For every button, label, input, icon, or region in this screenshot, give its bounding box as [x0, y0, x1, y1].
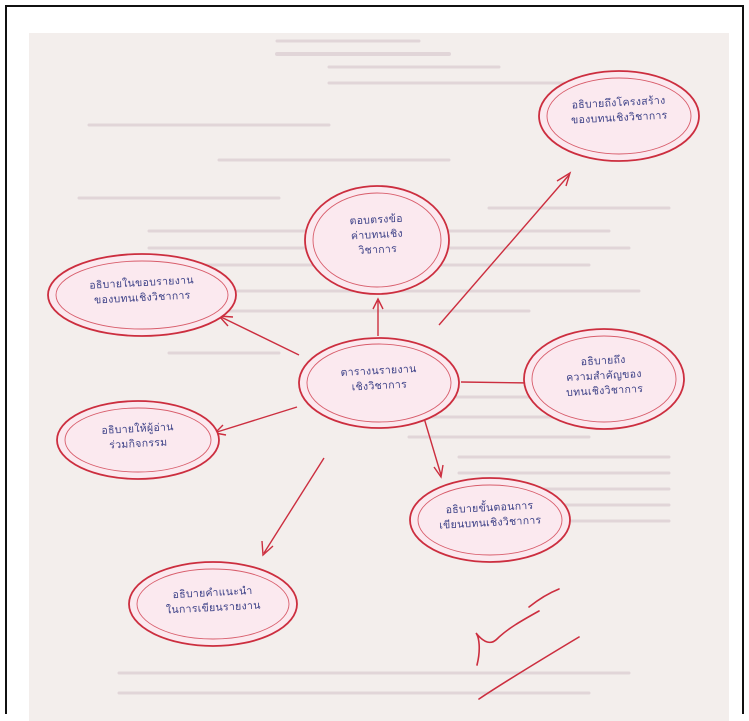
bubble-center [298, 337, 460, 429]
bubble-top-right [538, 70, 700, 162]
bubble-bottom-right [409, 477, 571, 563]
bubble-left-mid [56, 400, 220, 480]
bubble-center-text: ตารางนรายงานเชิงวิชาการ [340, 363, 417, 394]
bubble-bottom-left [128, 561, 298, 647]
bubble-right [523, 328, 685, 430]
signature [475, 588, 580, 700]
arrows [213, 171, 572, 557]
bubble-shapes [47, 70, 700, 647]
bubble-left [47, 253, 237, 337]
mind-map-drawing [47, 39, 700, 700]
bubble-scribbles [55, 77, 692, 640]
scanned-paper: ตารางนรายงานเชิงวิชาการ ตอบตรงข้อค่าบทนเ… [29, 33, 729, 721]
bubble-top-text: ตอบตรงข้อค่าบทนเชิงวิชาการ [349, 212, 404, 258]
bubble-top [304, 185, 450, 295]
scan-frame: ตารางนรายงานเชิงวิชาการ ตอบตรงข้อค่าบทนเ… [5, 5, 744, 721]
bubble-right-text: อธิบายถึงความสำคัญของบทนเชิงวิชาการ [565, 353, 644, 400]
